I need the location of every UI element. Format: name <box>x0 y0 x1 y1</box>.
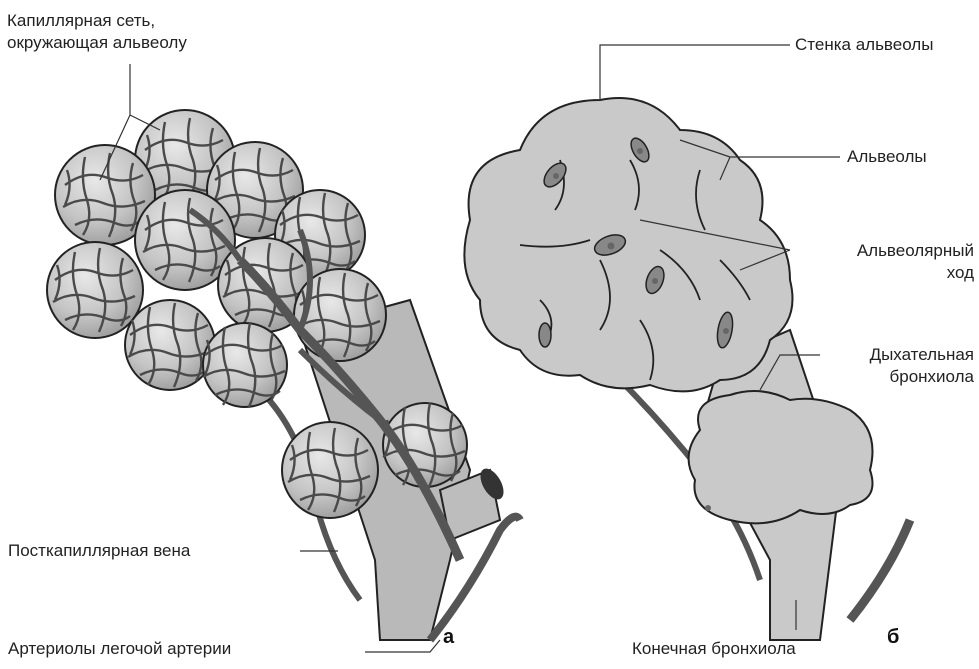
label-alveolar-duct-line2: ход <box>947 262 974 283</box>
panel-label-a: а <box>443 626 454 649</box>
label-alveolar-duct-line1: Альвеолярный <box>857 240 974 261</box>
alveolar-cluster-b <box>464 98 792 391</box>
panel-label-b: б <box>887 626 899 649</box>
label-terminal-bronchiole: Конечная бронхиола <box>632 638 796 659</box>
label-postcapillary-vein: Посткапиллярная вена <box>8 540 190 561</box>
label-capillary-net-line2: окружающая альвеолу <box>7 32 187 53</box>
alveolar-sac-lower <box>689 391 873 523</box>
label-alveoli: Альвеолы <box>847 146 927 167</box>
leader-alveolar-wall <box>600 45 790 100</box>
leader-arterioles <box>365 640 440 652</box>
label-resp-bronchiole-line2: бронхиола <box>890 366 975 387</box>
vessel-right-b <box>850 520 910 620</box>
label-arterioles: Артериолы легочой артерии <box>8 638 231 659</box>
label-alveolar-wall: Стенка альвеолы <box>795 34 933 55</box>
label-resp-bronchiole-line1: Дыхательная <box>870 344 974 365</box>
panel-b-drawing <box>464 98 910 640</box>
label-capillary-net-line1: Капиллярная сеть, <box>7 10 155 31</box>
